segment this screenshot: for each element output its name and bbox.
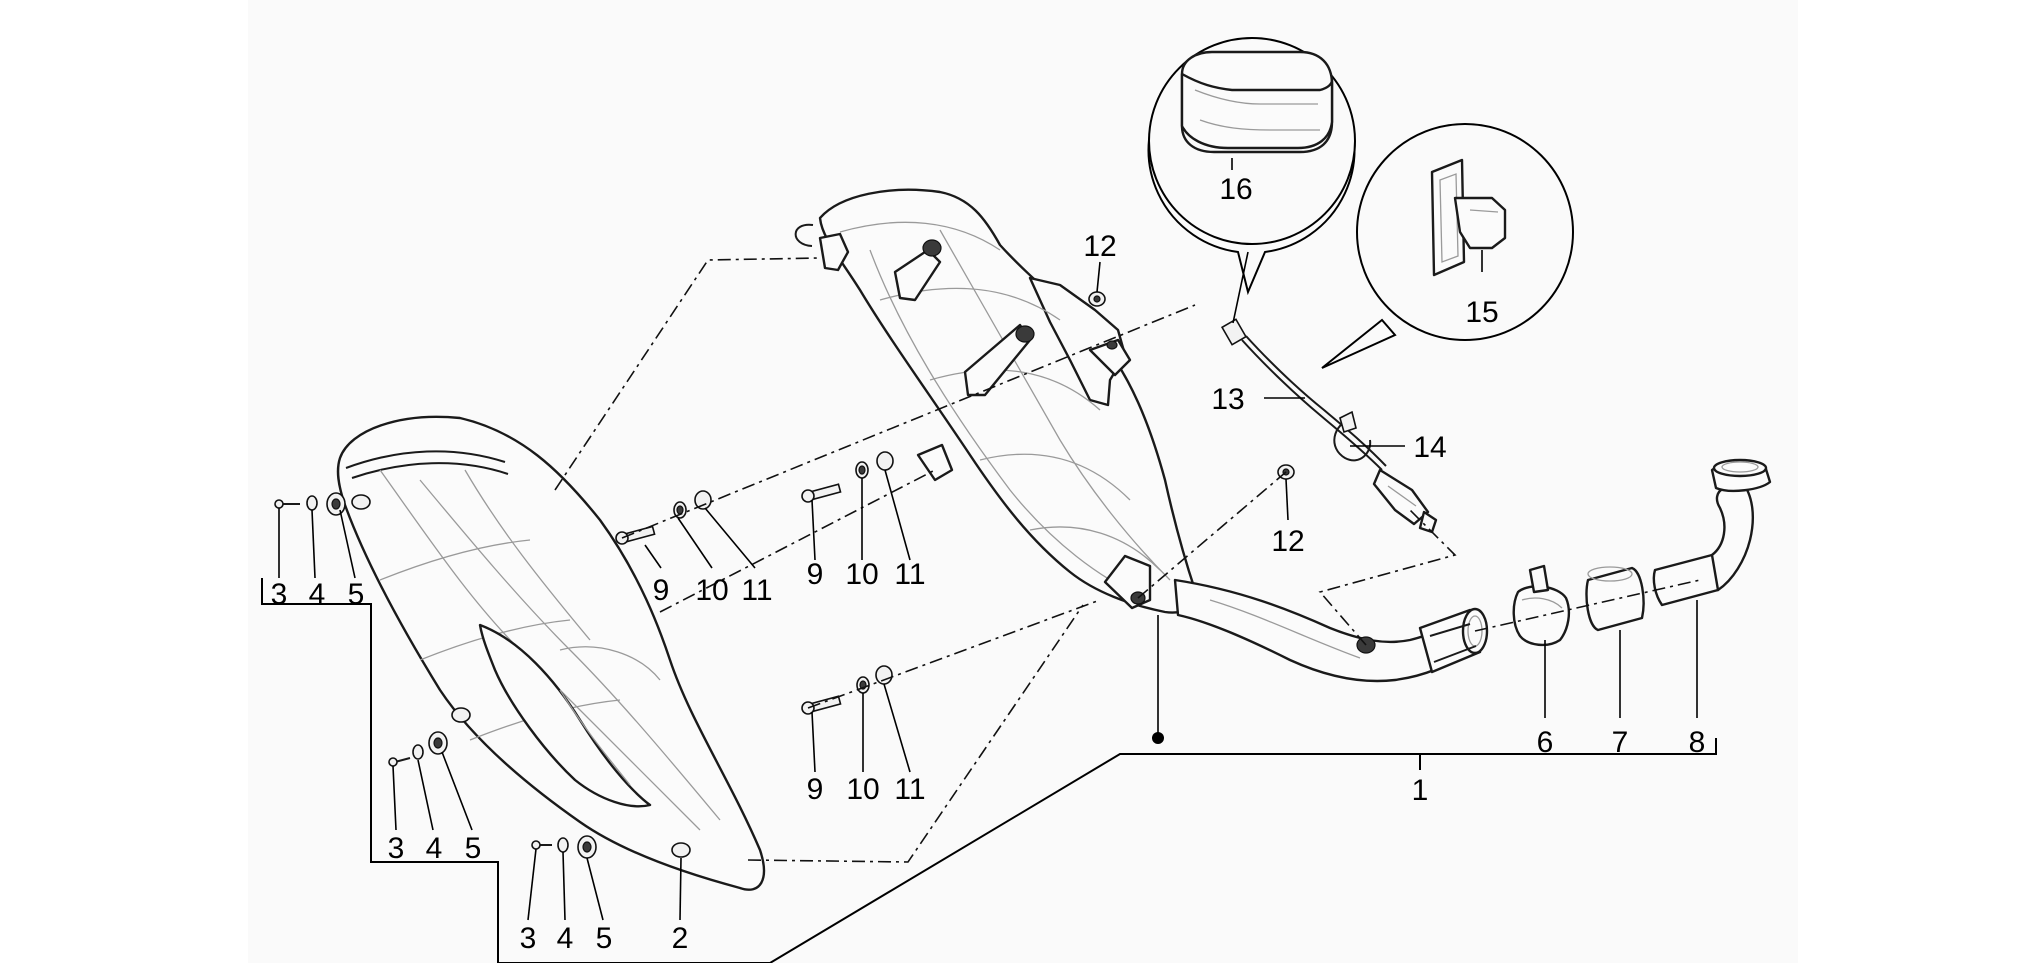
- screw-set-345-mid: [388, 731, 448, 767]
- label-15: 15: [1465, 296, 1498, 329]
- label-4: 4: [426, 832, 443, 865]
- bolt-set-91011-left: [615, 490, 712, 545]
- label-3: 3: [388, 832, 405, 865]
- label-4: 4: [309, 578, 326, 611]
- label-3: 3: [520, 922, 537, 955]
- label-12: 12: [1271, 525, 1304, 558]
- label-10: 10: [695, 574, 728, 607]
- label-9: 9: [807, 558, 824, 591]
- bolt-set-91011-low: [801, 665, 893, 715]
- bolt-set-91011-mid: [801, 451, 894, 503]
- muffler-body: [794, 188, 1198, 614]
- label-1: 1: [1412, 774, 1429, 807]
- label-16: 16: [1219, 173, 1252, 206]
- exhaust-pipe: [1173, 578, 1489, 683]
- leader-lines: [278, 251, 1698, 921]
- label-5: 5: [348, 578, 365, 611]
- nut-12-top: [1088, 291, 1106, 307]
- label-13: 13: [1211, 383, 1244, 416]
- label-9: 9: [807, 773, 824, 806]
- assembly-frame: [261, 578, 1717, 963]
- label-11: 11: [894, 773, 925, 806]
- label-11: 11: [741, 574, 772, 607]
- label-8: 8: [1689, 726, 1706, 759]
- label-5: 5: [465, 832, 482, 865]
- label-7: 7: [1612, 726, 1629, 759]
- label-3: 3: [271, 578, 288, 611]
- sleeve-part-7: [1585, 566, 1645, 632]
- label-2: 2: [672, 922, 689, 955]
- label-11: 11: [894, 558, 925, 591]
- label-10: 10: [845, 558, 878, 591]
- callout-circle-16: [1147, 37, 1356, 296]
- label-4: 4: [557, 922, 574, 955]
- label-5: 5: [596, 922, 613, 955]
- screw-set-345-top: [274, 492, 346, 516]
- heat-shield: [336, 415, 766, 891]
- lambda-sensor-cable: [1220, 318, 1438, 534]
- clamp-part-6: [1512, 564, 1571, 647]
- label-14: 14: [1413, 431, 1446, 464]
- label-9: 9: [653, 574, 670, 607]
- screw-set-345-bottom: [531, 835, 597, 859]
- label-6: 6: [1537, 726, 1554, 759]
- label-10: 10: [846, 773, 879, 806]
- label-12: 12: [1083, 230, 1116, 263]
- callout-circle-15: [1321, 123, 1574, 369]
- part-number-labels: 3 4 5 3 4 5 3 4 5 2 9 10 11 9 10 11 9 10…: [271, 173, 1706, 955]
- elbow-pipe-part-8: [1652, 458, 1772, 607]
- assembly-lines: [554, 257, 1701, 863]
